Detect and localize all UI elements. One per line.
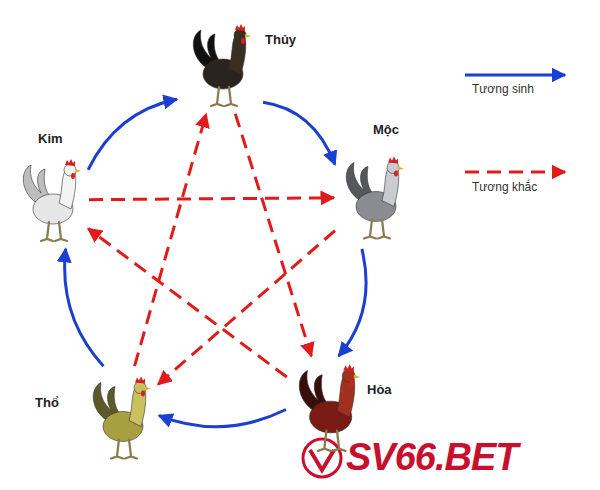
generating-arrow bbox=[159, 409, 286, 426]
overcoming-arrow bbox=[88, 229, 287, 377]
legend-text: Tương sinh bbox=[472, 82, 534, 96]
overcoming-arrow bbox=[158, 231, 335, 385]
element-label: Kim bbox=[38, 131, 63, 146]
element-label: Thủy bbox=[265, 32, 296, 47]
rooster-illustration bbox=[338, 150, 408, 245]
rooster-illustration bbox=[180, 20, 260, 110]
generating-arrow bbox=[65, 249, 104, 366]
element-label: Mộc bbox=[373, 122, 399, 137]
overcoming-arrow bbox=[135, 114, 207, 366]
legend-text: Tương khắc bbox=[472, 180, 537, 194]
rooster-illustration bbox=[85, 370, 155, 465]
element-rooster: Thủy bbox=[180, 20, 260, 110]
logo-mark bbox=[310, 450, 334, 470]
legend-line bbox=[465, 74, 565, 77]
rooster-illustration bbox=[15, 155, 85, 245]
logo-ring bbox=[303, 439, 341, 477]
generating-arrow bbox=[88, 99, 177, 169]
generating-arrow bbox=[339, 249, 366, 356]
legend-line bbox=[465, 171, 565, 174]
generating-arrow bbox=[263, 102, 335, 164]
element-rooster: Thổ bbox=[85, 370, 155, 465]
element-rooster: Mộc bbox=[338, 150, 408, 245]
element-label: Hỏa bbox=[367, 382, 392, 397]
overcoming-arrow bbox=[89, 198, 334, 200]
overcoming-arrow bbox=[235, 114, 311, 356]
watermark: SV66.BET bbox=[346, 436, 518, 479]
element-label: Thổ bbox=[35, 395, 59, 410]
element-rooster: Kim bbox=[15, 155, 85, 245]
